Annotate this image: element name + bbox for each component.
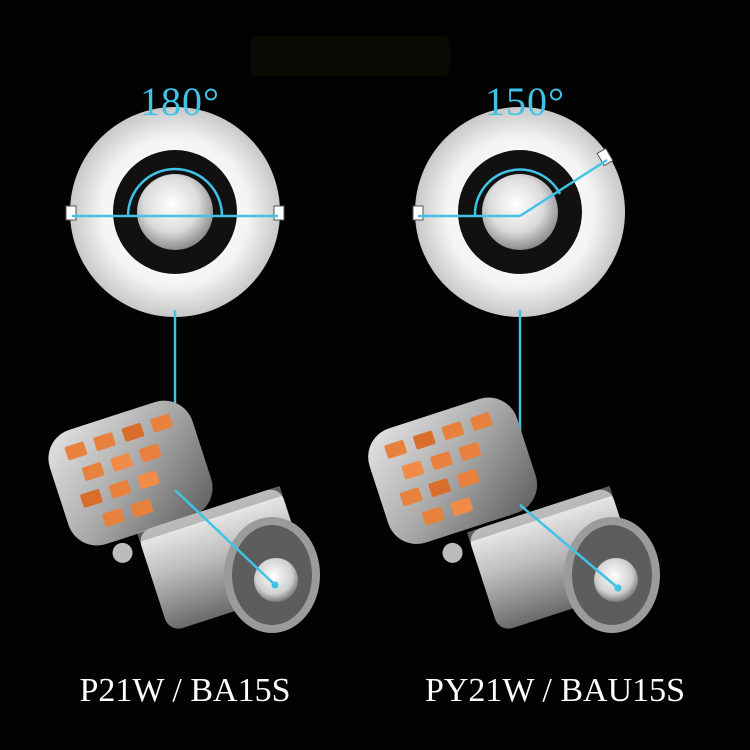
- right-led-chips: [384, 412, 493, 526]
- faded-logo: [250, 36, 450, 76]
- left-model-label: P21W / BA15S: [79, 672, 291, 709]
- right-contact-foot: [594, 558, 638, 602]
- right-model-label: PY21W / BAU15S: [424, 672, 686, 709]
- left-angle-label: 180°: [140, 79, 220, 124]
- left-pin-notch-left: [65, 205, 77, 221]
- left-led-chips: [64, 413, 173, 527]
- right-angle-label: 150°: [485, 79, 565, 124]
- right-angle-arc: [473, 168, 562, 217]
- right-socket-diagram: [412, 107, 625, 505]
- right-pin-notch-angled: [596, 147, 614, 167]
- left-contact-foot: [254, 558, 298, 602]
- right-pin-notch-left: [412, 205, 424, 221]
- right-led-bulb: [368, 397, 660, 633]
- left-led-bulb: [48, 400, 320, 633]
- left-socket-diagram: [65, 107, 285, 490]
- left-angle-arc: [126, 167, 224, 217]
- left-pin-notch-right: [273, 205, 285, 221]
